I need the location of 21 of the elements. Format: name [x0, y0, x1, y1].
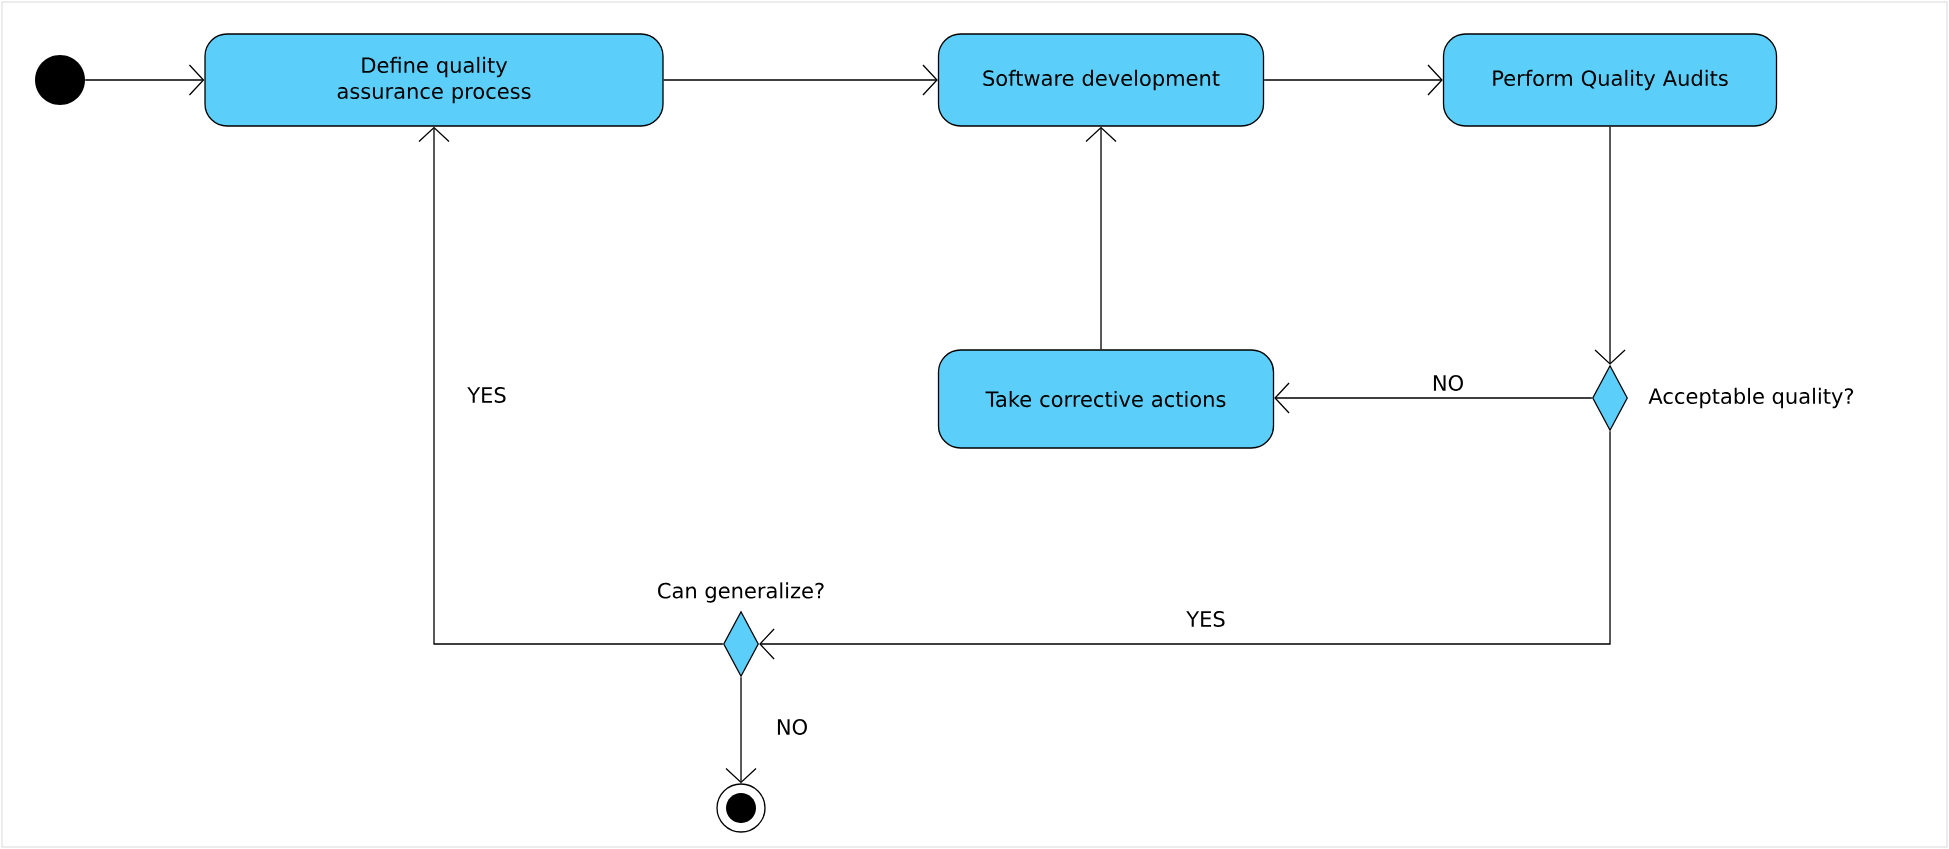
action-box: Define quality assurance process [204, 33, 664, 127]
arrow [759, 430, 1611, 660]
arrow [1263, 64, 1443, 96]
action-box: Software development [937, 33, 1265, 127]
decision-label: Acceptable quality? [1648, 387, 1854, 409]
arrow [1085, 126, 1117, 350]
arrow [725, 676, 757, 784]
edge-label: NO [773, 717, 811, 737]
edge-label: YES [1184, 609, 1228, 629]
edge-label: NO [1429, 373, 1467, 393]
arrow [84, 64, 205, 96]
edge-label: YES [465, 385, 509, 405]
arrow [1274, 382, 1593, 414]
end-dot [716, 783, 766, 833]
arrow [1594, 126, 1626, 365]
arrow [418, 126, 724, 645]
start-dot [35, 55, 85, 105]
decision-label: Can generalize? [658, 582, 824, 603]
arrow [663, 64, 938, 96]
action-box: Perform Quality Audits [1442, 33, 1778, 127]
action-box: Take corrective actions [937, 349, 1275, 449]
